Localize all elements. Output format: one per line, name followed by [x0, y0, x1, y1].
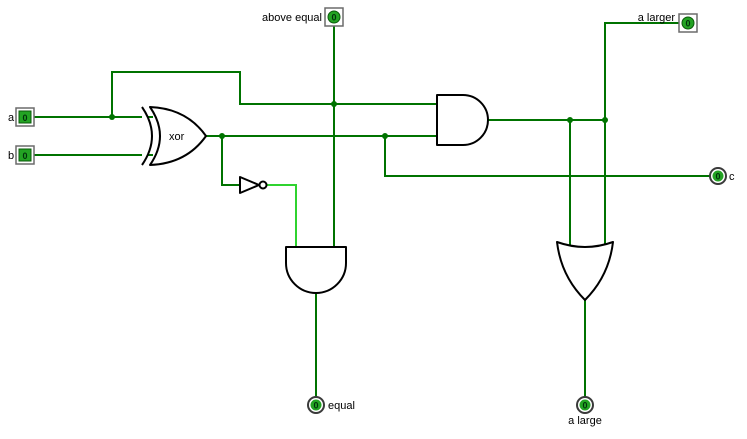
- pin-a-large-value: 0: [582, 401, 587, 411]
- not-bubble: [258, 180, 268, 190]
- wire-branch-to-c[interactable]: [384, 135, 711, 177]
- not-gate[interactable]: [239, 176, 268, 194]
- pin-above-equal-value: 0: [331, 13, 336, 23]
- pin-a-value: 0: [22, 113, 27, 123]
- output-pin-c[interactable]: 0: [709, 167, 727, 185]
- junction-dot: [382, 133, 388, 139]
- label-a-larger: a larger: [638, 12, 676, 24]
- pin-c-value: 0: [715, 172, 720, 182]
- junction-dot: [602, 117, 608, 123]
- xor-gate-label: xor: [169, 131, 185, 143]
- label-a: a: [8, 112, 15, 124]
- junction-dot: [109, 114, 115, 120]
- label-a-large: a large: [568, 415, 602, 427]
- wire-a-branch-to-and[interactable]: [111, 71, 438, 118]
- wire-a-larger-vertical[interactable]: [604, 22, 680, 247]
- output-pin-above-equal[interactable]: 0: [324, 7, 344, 27]
- label-c: c: [729, 171, 735, 183]
- output-pin-a-larger[interactable]: 0: [678, 13, 698, 33]
- label-equal: equal: [328, 400, 355, 412]
- and-gate-main[interactable]: [436, 94, 489, 146]
- wire-not-out-high[interactable]: [266, 184, 297, 248]
- junction-dot: [331, 101, 337, 107]
- output-pin-equal[interactable]: 0: [307, 396, 325, 414]
- pin-a-larger-value: 0: [685, 19, 690, 29]
- junction-dot: [219, 133, 225, 139]
- xor-gate[interactable]: xor: [141, 106, 207, 166]
- input-pin-b[interactable]: 0: [15, 145, 35, 165]
- pin-equal-value: 0: [313, 401, 318, 411]
- pin-b-value: 0: [22, 151, 27, 161]
- and-gate-equal[interactable]: [285, 246, 347, 294]
- input-pin-a[interactable]: 0: [15, 107, 35, 127]
- output-pin-a-large[interactable]: 0: [576, 396, 594, 414]
- label-above-equal: above equal: [262, 12, 322, 24]
- wire-xor-branch-to-not[interactable]: [221, 135, 241, 186]
- or-gate[interactable]: [556, 241, 614, 301]
- junction-dot: [567, 117, 573, 123]
- label-b: b: [8, 150, 14, 162]
